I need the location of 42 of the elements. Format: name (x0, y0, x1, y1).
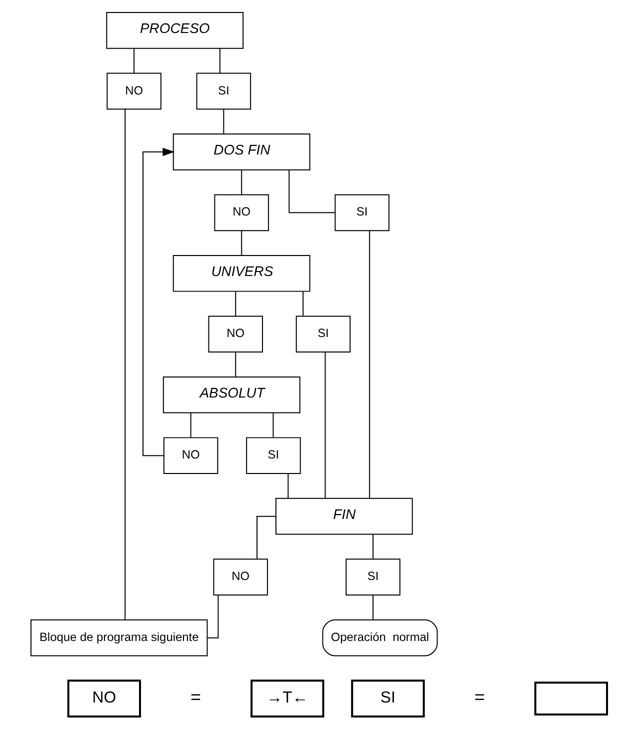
label: = (474, 686, 484, 707)
connector (272, 412, 274, 438)
connector (240, 230, 242, 256)
connector (133, 48, 134, 74)
node-box: ABSOLUT (162, 376, 300, 414)
connector (256, 516, 276, 560)
node-box: SI (345, 558, 400, 596)
connector (368, 230, 370, 499)
node-box (534, 682, 608, 716)
node-box: Bloque de programa siguiente (30, 619, 208, 656)
node-box: NO (162, 437, 218, 474)
connector (302, 291, 304, 316)
node-box: DOS FIN (172, 133, 310, 170)
label: = (190, 686, 201, 707)
connector (222, 108, 224, 134)
node-box: SI (334, 194, 389, 232)
connector (234, 352, 236, 378)
node-box: Operación normal (322, 619, 438, 656)
connector (372, 594, 374, 620)
node-box: PROCESO (106, 12, 244, 49)
node-box: SI (246, 437, 300, 474)
connector (124, 108, 126, 620)
node-box: →T← (250, 680, 324, 718)
connector (190, 412, 191, 438)
arrow (142, 148, 174, 456)
node-box: NO (214, 194, 268, 232)
connector (288, 170, 335, 214)
connector (240, 170, 242, 195)
node-box: NO (106, 72, 161, 110)
node-box: NO (208, 316, 262, 353)
node-box: SI (295, 316, 350, 353)
connector (234, 291, 236, 316)
node-box: SI (350, 680, 424, 718)
connector (324, 352, 326, 499)
node-box: NO (66, 680, 140, 718)
node-box: NO (212, 558, 268, 596)
node-box: UNIVERS (172, 254, 310, 292)
node-box: FIN (274, 498, 412, 535)
connector (372, 534, 374, 560)
node-box: SI (196, 72, 251, 110)
connector (287, 473, 288, 499)
connector (218, 48, 220, 74)
